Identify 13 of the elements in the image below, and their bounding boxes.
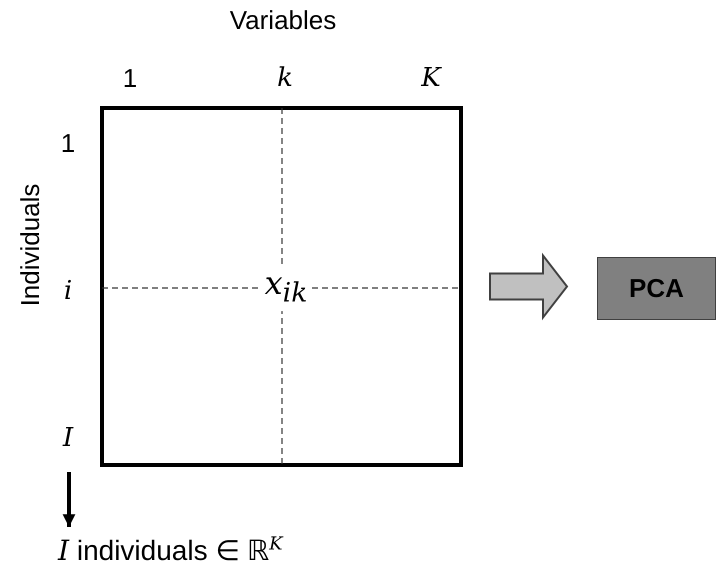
caption-text: I individuals ∈ ℝ$^{K}$: [58, 535, 283, 566]
column-index: k: [277, 63, 293, 93]
axis-title: Variables: [230, 5, 336, 35]
column-index: K: [421, 63, 441, 93]
row-index: 1: [60, 128, 76, 158]
box-label: PCA: [629, 273, 684, 304]
arrow: [62, 472, 76, 527]
axis-title: Individuals: [15, 184, 45, 306]
row-index: I: [62, 423, 74, 453]
row-index: i: [64, 276, 72, 306]
process-box: [597, 257, 716, 320]
column-index: 1: [122, 63, 138, 93]
block-arrow: [489, 252, 568, 320]
